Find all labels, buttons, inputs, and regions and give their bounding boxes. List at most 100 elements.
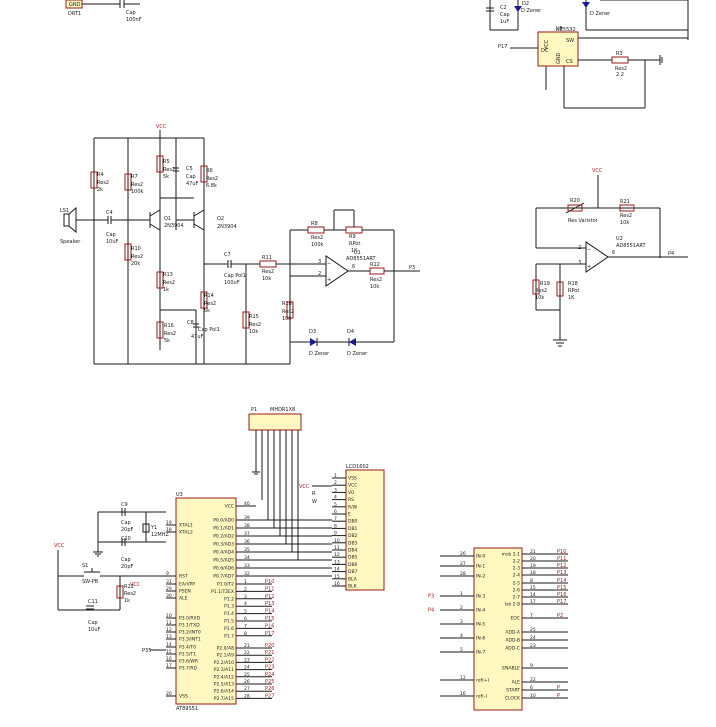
mcu-right-pin-num: 27 xyxy=(244,686,250,692)
adc-right-pin-name: lsb 2-8 xyxy=(505,602,520,608)
mcu-left-pin-name: RST xyxy=(179,574,188,580)
mcu-left-pin-name: P3.5/T1 xyxy=(179,652,196,658)
ic-pin-dc: DC xyxy=(541,48,549,54)
c4-value: 10uF xyxy=(106,239,119,245)
r3-resistor xyxy=(611,56,629,64)
mcu-right-pin-num: 35 xyxy=(244,547,250,553)
mcu-right-pin-num: 1 xyxy=(244,579,247,585)
lcd-pin-name: R/W xyxy=(348,504,358,510)
p1-header-body xyxy=(248,413,302,431)
r5-resistor xyxy=(156,155,164,173)
mcu-right-pin-num: 5 xyxy=(244,609,247,615)
c7-value: 100uF xyxy=(224,280,240,286)
mcu-right-pin-num: 21 xyxy=(244,643,250,649)
mcu-right-pin-name: P1.2 xyxy=(224,596,234,602)
c2-name: Cap xyxy=(500,12,510,18)
r22-ref: R22 xyxy=(124,584,134,590)
mic-amplifier-section: VCC R4 Res2 2k R7 Res2 100k R5 Res2 5k C… xyxy=(60,124,420,365)
d3-ref: D3 xyxy=(309,329,316,335)
adc-net-label: P xyxy=(557,685,560,691)
c5-ref: C5 xyxy=(186,166,193,172)
r22-resistor xyxy=(116,585,124,599)
u1-part: AD8551ART xyxy=(346,256,377,262)
c2-ref: C2 xyxy=(500,5,507,11)
mcu-left-pin-name: XTAL2 xyxy=(179,530,193,536)
lcd-pin-name: DB1 xyxy=(348,526,358,532)
r4-ref: R4 xyxy=(97,172,104,178)
r12-ref: R12 xyxy=(370,262,380,268)
lcd-w-label: W xyxy=(312,499,317,505)
adc-right-pin-num: 18 xyxy=(530,570,536,576)
r18b-name: RPot xyxy=(568,288,579,294)
r4-name: Res2 xyxy=(97,180,109,186)
adc-left-pin-num: 12 xyxy=(460,675,466,681)
r4-value: 2k xyxy=(97,187,103,193)
mcu-left-pin-name: VSS xyxy=(179,694,188,700)
mcu-right-pin-name: P0.6/AD6 xyxy=(213,566,234,572)
mcu-left-pin-num: 16 xyxy=(166,656,172,662)
speaker-cone xyxy=(68,206,77,234)
r21-resistor xyxy=(619,204,635,212)
mcu-net-label: P13 xyxy=(265,601,274,607)
r18-resistor xyxy=(286,301,294,319)
adc-net-label: P2 xyxy=(557,613,563,619)
y1-ref: Y1 xyxy=(150,525,157,531)
mcu-right-pin-name: P0.5/AD5 xyxy=(213,558,234,564)
r18-name: Res2 xyxy=(282,309,294,315)
mcu-ref: U3 xyxy=(176,492,183,498)
lcd-pin-name: DB2 xyxy=(348,533,358,539)
q2-collector xyxy=(193,209,205,217)
r15-resistor xyxy=(242,311,250,329)
adc-left-pin-name: IN-2 xyxy=(476,574,485,580)
adc-left-pin-name: IN-6 xyxy=(476,636,485,642)
mcu-right-pin-name: P2.7/A15 xyxy=(214,696,234,702)
lcd-pin-num: 15 xyxy=(334,574,340,580)
r8-value: 100k xyxy=(311,242,324,248)
regulator-ic xyxy=(537,31,579,67)
u2-pin6: 6 xyxy=(612,250,615,256)
cap-name: Cap xyxy=(126,10,136,16)
varistor-slash xyxy=(565,202,585,214)
u2-minus: − xyxy=(587,247,591,253)
q2-emitter xyxy=(193,223,205,231)
r6-name: Res2 xyxy=(206,176,218,182)
r20-name: Res Varistor xyxy=(568,218,599,224)
adc-body xyxy=(473,547,523,711)
mcu-body xyxy=(175,497,237,705)
adc-right-pin-num: 6 xyxy=(530,685,533,691)
mcu-right-pin-name: P2.4/A12 xyxy=(214,674,234,680)
adc-net-label: P16 xyxy=(557,592,566,598)
mcu-left-pin-num: 10 xyxy=(166,613,172,619)
r13-name: Res2 xyxy=(163,280,175,286)
adc-net-label: P4 xyxy=(428,608,434,614)
r18-ref: R18 xyxy=(282,301,292,307)
adc-left-pin-name: IN-1 xyxy=(476,564,485,570)
mcu-left-pin-name: EA/VPP xyxy=(179,582,195,588)
ic-part: NE5532 xyxy=(556,27,576,33)
net-p4: P4 xyxy=(668,251,674,257)
r9-value: 1K xyxy=(351,248,358,254)
adc-right-pin-name: 2-5 xyxy=(513,581,520,587)
mcu-right-pin-name: P1.6 xyxy=(224,626,234,632)
r14-value: 5k xyxy=(204,308,210,314)
u1-ref: U1 xyxy=(354,250,361,256)
adc-left-pin-num: 5 xyxy=(460,647,463,653)
mcu-left-pin-name: P3.4/T0 xyxy=(179,645,196,651)
mcu-right-pin-num: 24 xyxy=(244,665,250,671)
r21-value: 10k xyxy=(620,220,629,226)
mcu-right-pin-name: P2.2/A10 xyxy=(214,660,234,666)
ic-pin-sw: SW xyxy=(566,38,574,44)
vcc-label-ea: VCC xyxy=(130,582,141,588)
adc-left-pin-name: ref(-) xyxy=(476,694,487,700)
r3-value: 2.2 xyxy=(616,72,624,78)
lcd-pin-num: 9 xyxy=(334,531,337,537)
adc-left-pin-num: 1 xyxy=(460,591,463,597)
r12-resistor xyxy=(369,267,385,275)
mcu-right-pin-name: P1.1/T2EX xyxy=(211,589,234,595)
speaker-ref: LS1 xyxy=(60,208,69,214)
q1-ref: Q1 xyxy=(164,216,171,222)
mcu-net-label: P27 xyxy=(265,693,274,699)
power-section: C2 Cap 1uF D2 D Zener D Zener U5 SW DC C… xyxy=(486,0,689,109)
r14-ref: R14 xyxy=(204,293,214,299)
r10-ref: R10 xyxy=(131,246,141,252)
